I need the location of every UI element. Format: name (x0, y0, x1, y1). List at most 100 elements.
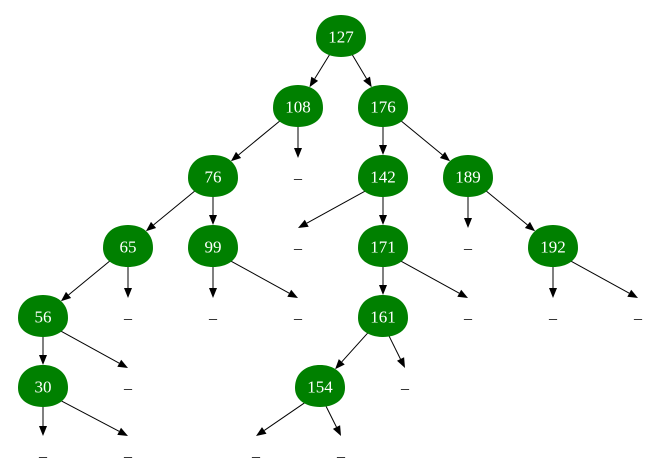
arrowhead-icon (39, 355, 47, 365)
node-label: 56 (35, 308, 52, 327)
null-marker-56-right: _ (123, 375, 133, 392)
node-label: 171 (370, 238, 396, 257)
null-markers-layer: _______________ (38, 165, 643, 460)
edge-line (400, 120, 443, 156)
node-shape (18, 365, 68, 407)
null-marker-171-right: _ (463, 305, 473, 322)
node-label: 154 (307, 378, 333, 397)
tree-edge-n65-null-65-right (124, 267, 132, 298)
tree-edge-n30-null-30-right (60, 400, 128, 436)
arrowhead-icon (332, 425, 341, 436)
edge-line (153, 190, 196, 226)
tree-edge-n161-n154 (335, 332, 369, 370)
arrowhead-icon (379, 145, 387, 155)
tree-edge-n56-n30 (39, 337, 47, 365)
tree-edge-n161-null-161-right (388, 336, 405, 368)
null-marker-142-left: _ (293, 235, 303, 252)
tree-node-65: 65 (103, 225, 153, 267)
arrowhead-icon (457, 289, 468, 298)
node-label: 189 (455, 168, 481, 187)
tree-node-192: 192 (528, 225, 578, 267)
edges-layer (39, 54, 638, 436)
tree-node-176: 176 (358, 85, 408, 127)
node-label: 176 (370, 98, 396, 117)
arrowhead-icon (627, 289, 638, 298)
tree-edge-n127-n176 (351, 54, 372, 88)
null-marker-99-left: _ (208, 305, 218, 322)
node-shape (358, 225, 408, 267)
node-label: 30 (35, 378, 52, 397)
tree-node-76: 76 (188, 155, 238, 197)
tree-node-127: 127 (316, 15, 366, 57)
tree-node-99: 99 (188, 225, 238, 267)
arrowhead-icon (335, 359, 345, 370)
null-marker-192-right: _ (633, 305, 643, 322)
arrowhead-icon (117, 427, 128, 436)
tree-edge-n192-null-192-left (549, 267, 557, 298)
tree-edge-n176-n189 (400, 120, 451, 162)
arrowhead-icon (397, 357, 405, 368)
null-marker-30-right: _ (123, 443, 133, 460)
node-shape (358, 295, 408, 337)
edge-line (325, 406, 337, 428)
null-marker-161-right: _ (400, 375, 410, 392)
arrowhead-icon (124, 288, 132, 298)
edge-line (238, 120, 281, 156)
node-shape (528, 225, 578, 267)
arrowhead-icon (145, 221, 157, 232)
null-marker-108-right: _ (293, 165, 303, 182)
edge-line (68, 260, 111, 296)
tree-edge-n99-null-99-left (209, 267, 217, 298)
edge-line (306, 190, 366, 224)
tree-edge-n192-null-192-right (570, 260, 638, 298)
arrowhead-icon (379, 215, 387, 225)
node-label: 65 (120, 238, 137, 257)
arrowhead-icon (209, 288, 217, 298)
node-shape (358, 155, 408, 197)
edge-line (400, 260, 460, 294)
tree-node-171: 171 (358, 225, 408, 267)
tree-node-30: 30 (18, 365, 68, 407)
edge-line (264, 402, 306, 431)
tree-edge-n171-null-171-right (400, 260, 468, 298)
tree-node-142: 142 (358, 155, 408, 197)
node-shape (443, 155, 493, 197)
tree-edge-n99-null-99-right (230, 260, 298, 298)
tree-edge-n127-n108 (309, 54, 330, 88)
node-shape (18, 295, 68, 337)
edge-line (230, 260, 290, 294)
arrowhead-icon (39, 426, 47, 436)
null-marker-99-right: _ (293, 305, 303, 322)
null-marker-154-right: _ (336, 443, 346, 460)
tree-node-154: 154 (295, 365, 345, 407)
tree-edge-n154-null-154-right (325, 406, 341, 436)
arrowhead-icon (524, 221, 536, 232)
node-label: 76 (205, 168, 222, 187)
tree-edge-n108-n76 (230, 120, 281, 162)
edge-line (485, 190, 528, 226)
arrowhead-icon (439, 151, 451, 162)
null-marker-189-left: _ (463, 235, 473, 252)
node-label: 108 (285, 98, 311, 117)
tree-edge-n176-n142 (379, 127, 387, 155)
edge-line (570, 260, 630, 294)
arrowhead-icon (309, 76, 319, 88)
node-shape (103, 225, 153, 267)
node-shape (316, 15, 366, 57)
node-label: 192 (540, 238, 566, 257)
arrowhead-icon (60, 291, 72, 302)
edge-line (314, 54, 330, 80)
node-label: 127 (328, 28, 354, 47)
arrowhead-icon (287, 289, 298, 298)
tree-node-161: 161 (358, 295, 408, 337)
node-shape (358, 85, 408, 127)
edge-line (60, 400, 120, 432)
edge-line (341, 332, 369, 363)
tree-edge-n171-n161 (379, 267, 387, 295)
tree-edge-n76-n99 (209, 197, 217, 225)
nodes-layer: 127 108 176 76 142 189 65 99 171 192 56 161 30 154 (18, 15, 578, 407)
tree-edge-n154-null-154-left (256, 402, 306, 436)
edge-line (388, 336, 401, 360)
arrowhead-icon (294, 148, 302, 158)
